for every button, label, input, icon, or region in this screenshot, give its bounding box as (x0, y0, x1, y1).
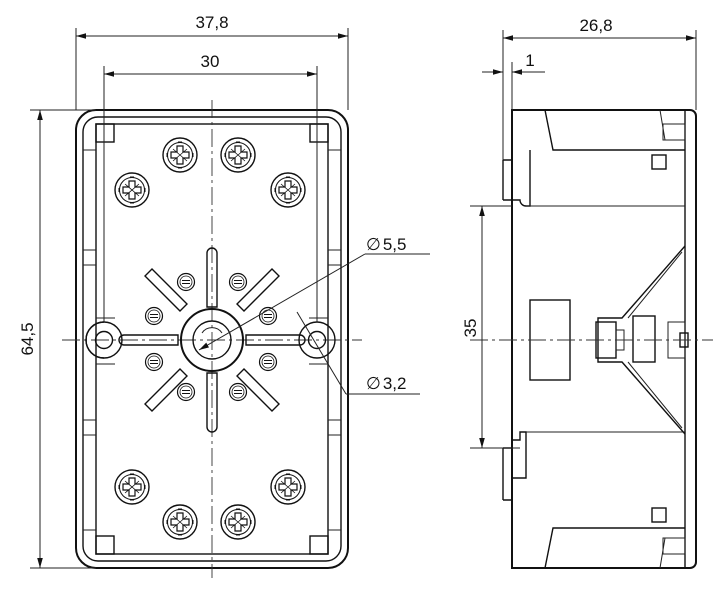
dim-mount-hole-diameter: ∅3,2 (366, 374, 406, 393)
screw-terminal (162, 504, 198, 540)
front-view: 37,8 30 64,5 ∅5,5 ∅3,2 (18, 13, 430, 578)
screw-terminal (114, 469, 150, 505)
screw-terminal (220, 137, 256, 173)
screw-terminal (114, 172, 150, 208)
side-view: 26,8 1 35 (461, 16, 713, 569)
socket-pin (176, 382, 196, 402)
socket-pin (228, 272, 248, 292)
dim-center-hole-diameter: ∅5,5 (366, 235, 406, 254)
dim-side-depth: 26,8 (579, 16, 612, 35)
dim-hole-spacing: 30 (201, 52, 220, 71)
screw-terminal (162, 137, 198, 173)
dim-front-width: 37,8 (195, 13, 228, 32)
screw-terminal (220, 504, 256, 540)
dim-front-height: 64,5 (18, 322, 37, 355)
screw-terminal (270, 172, 306, 208)
socket-pin (144, 352, 164, 372)
socket-key-slots (118, 247, 306, 433)
socket-pin (144, 306, 164, 326)
center-hole-outer (180, 308, 244, 372)
center-hole (192, 320, 232, 360)
dim-rail-height: 35 (461, 319, 480, 338)
socket-pin (228, 382, 248, 402)
socket-pin (258, 352, 278, 372)
dim-side-flange: 1 (525, 51, 534, 70)
side-outer-body (511, 109, 697, 569)
screw-terminal (270, 469, 306, 505)
socket-pin (176, 272, 196, 292)
